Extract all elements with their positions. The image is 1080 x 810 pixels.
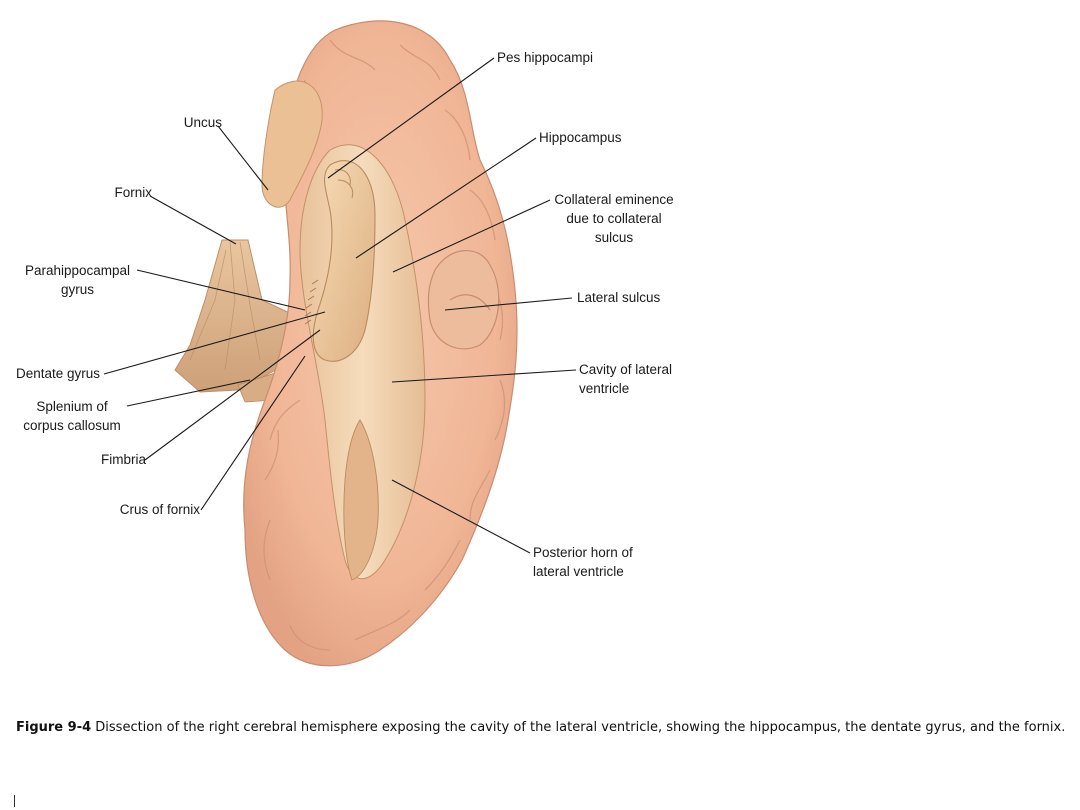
uncus-shape [261,80,323,208]
leader-crus-fornix [200,355,306,511]
label-cavity-of-lateral-ventricle: Cavity of lateral ventricle [579,362,673,396]
leader-parahippocampal [136,269,306,311]
leader-fimbria [144,329,321,461]
posterior-horn-shape [343,419,379,581]
leader-collateral-eminence [392,199,551,273]
leader-hippocampus [355,137,537,259]
label-splenium: Splenium of corpus callosum [23,399,121,433]
label-uncus: Uncus [183,115,222,130]
leader-fornix [149,195,237,245]
label-fornix: Fornix [114,185,152,200]
text-cursor [14,795,15,807]
label-hippocampus: Hippocampus [539,130,622,145]
label-posterior-horn: Posterior horn of lateral ventricle [533,545,633,579]
label-fimbria: Fimbria [100,452,146,467]
lateral-sulcus-shape [427,250,500,350]
caption-text: Dissection of the right cerebral hemisph… [91,720,1066,735]
leader-cavity [391,369,577,383]
label-lateral-sulcus: Lateral sulcus [577,290,661,305]
figure-number: Figure 9-4 [16,720,92,735]
label-dentate-gyrus: Dentate gyrus [16,366,101,381]
leader-uncus [217,125,269,191]
hippocampus-shape [312,160,376,362]
leader-lines [103,57,577,554]
label-collateral-eminence: Collateral eminence due to collateral su… [554,192,674,245]
label-parahippocampal-gyrus: Parahippocampal gyrus [24,263,131,297]
leader-posterior-horn [391,479,531,554]
leader-splenium [126,379,251,407]
dentate-gyrus-ridges [304,279,319,325]
leader-lateral-sulcus [444,297,573,311]
leader-dentate-gyrus [103,311,326,375]
pes-hippocampi-digits [334,169,354,199]
label-pes-hippocampi: Pes hippocampi [497,50,594,65]
label-crus-of-fornix: Crus of fornix [119,502,200,517]
figure-caption: Figure 9-4 Dissection of the right cereb… [16,716,1066,740]
leader-pes-hippocampi [327,57,495,179]
